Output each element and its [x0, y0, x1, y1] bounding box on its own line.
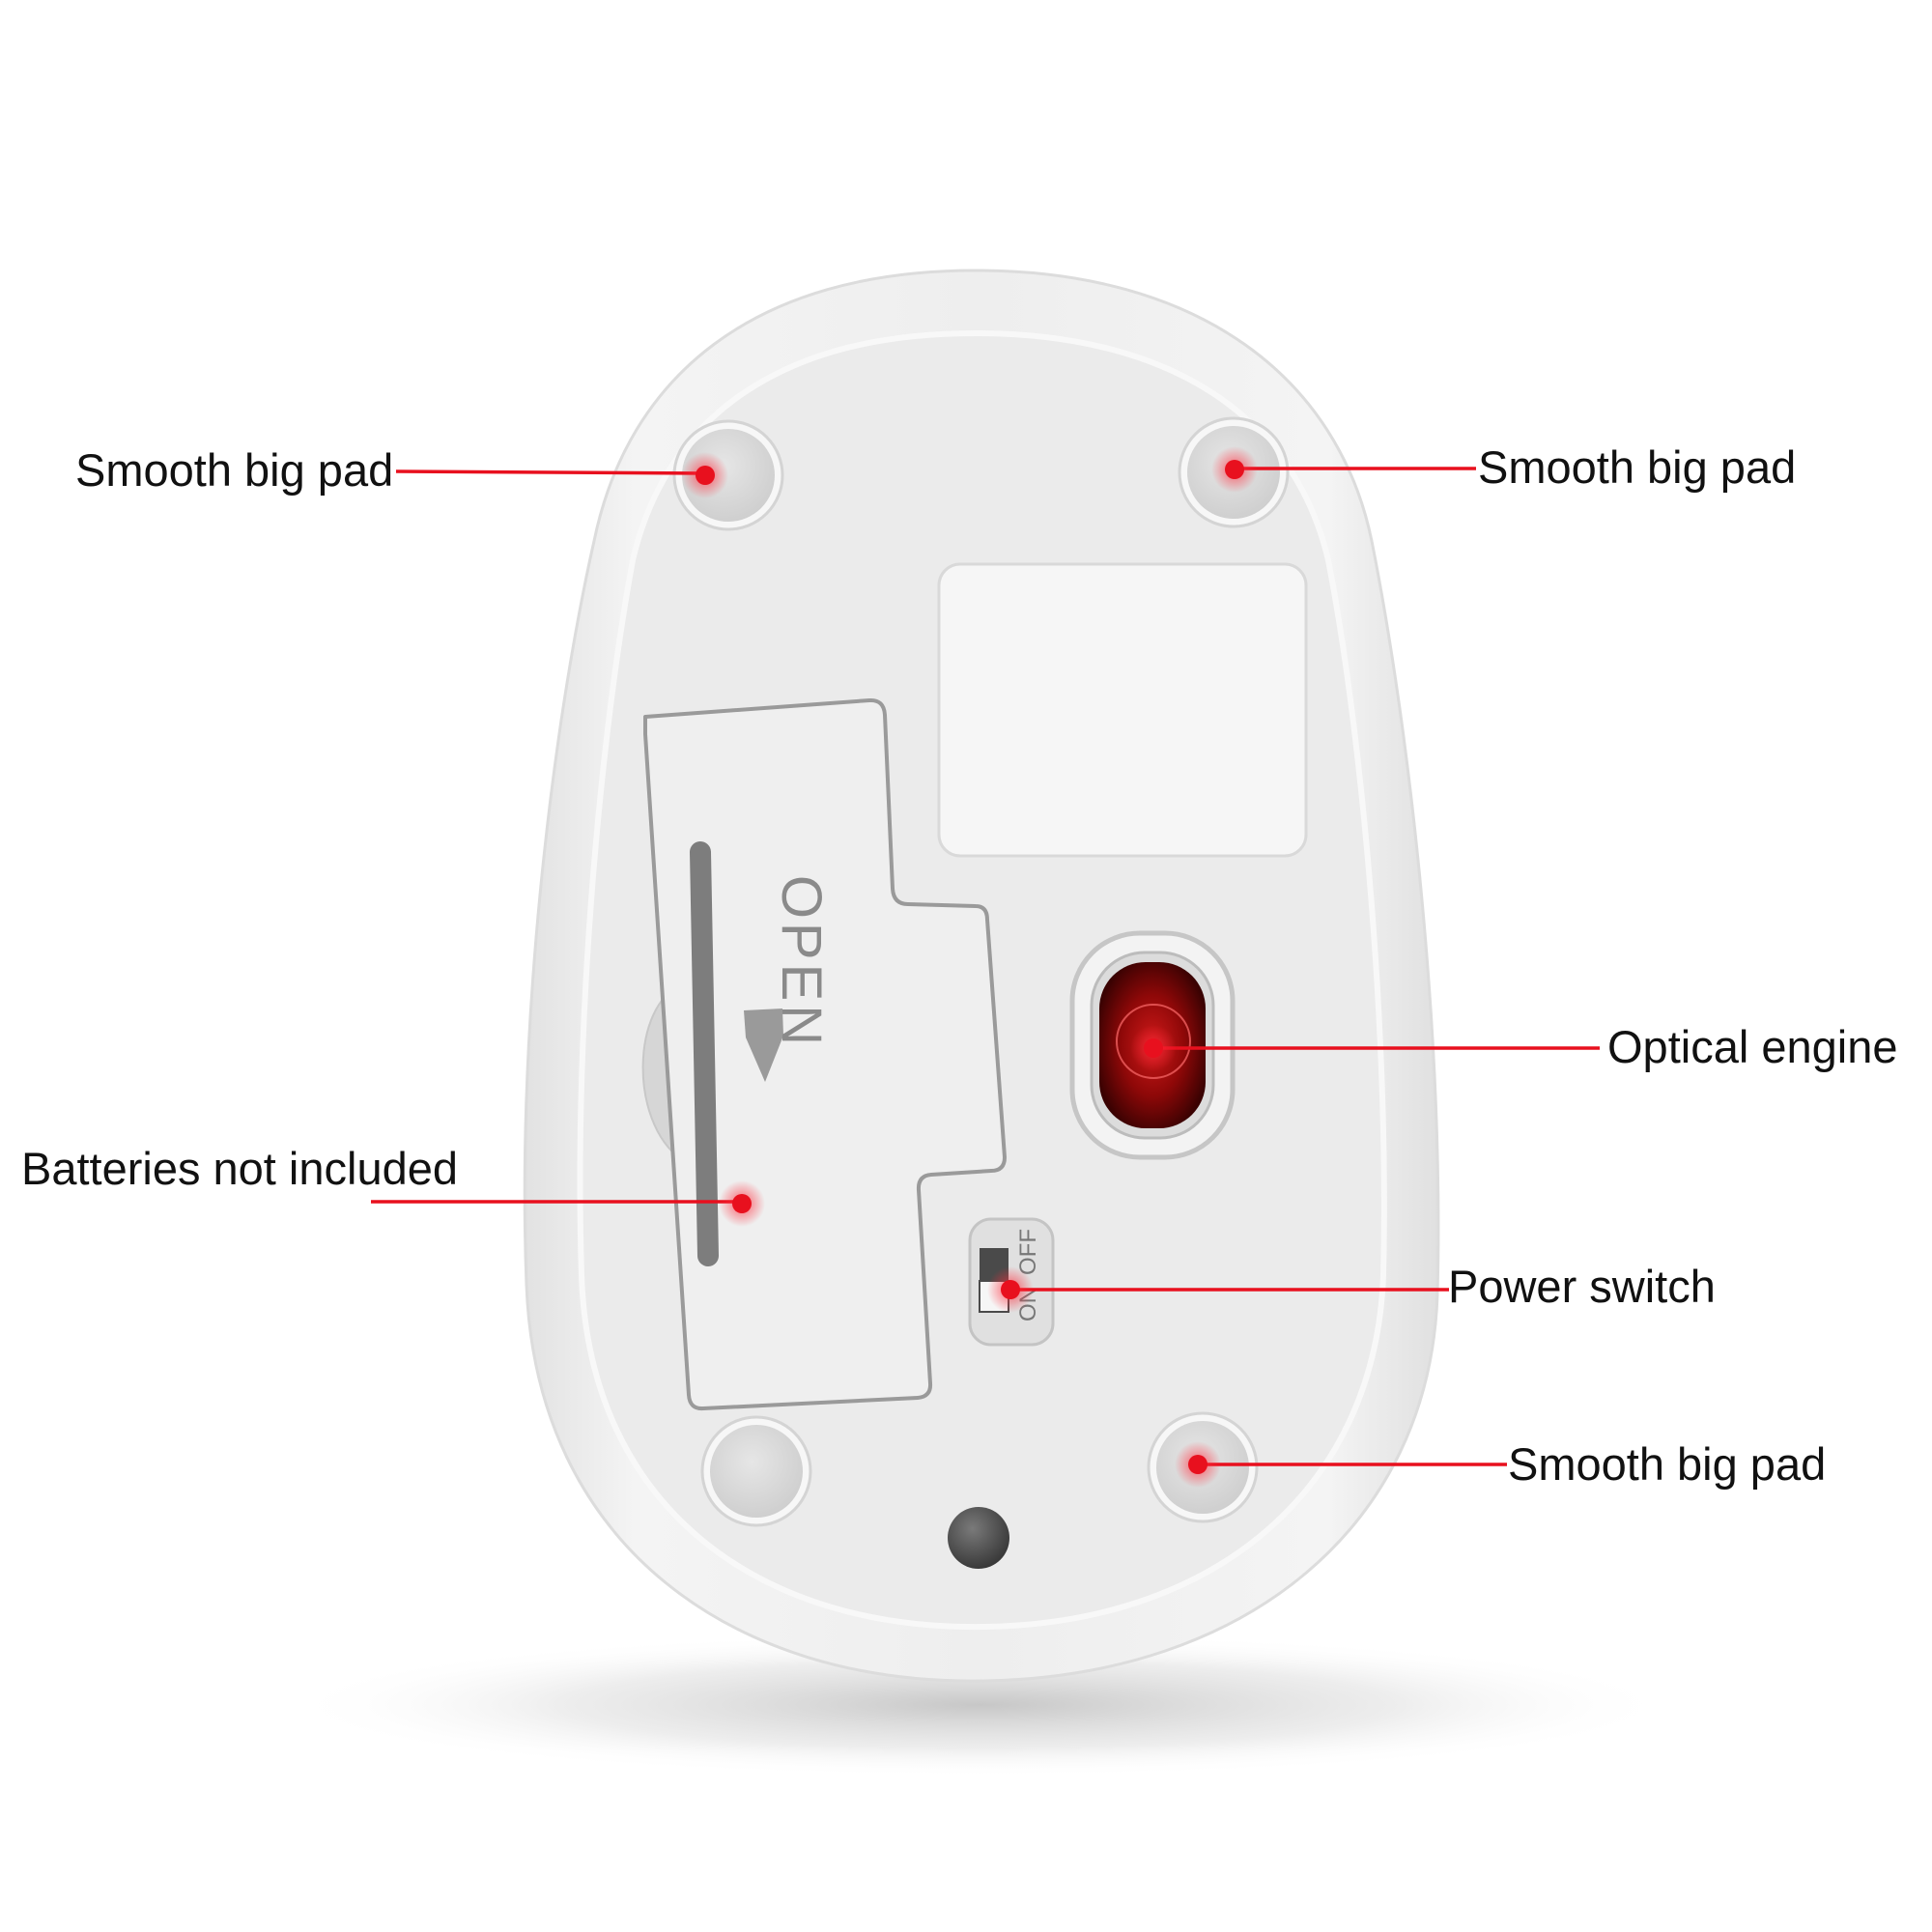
battery-cover: OPEN: [643, 697, 1007, 1411]
callout-dot-icon: [1130, 1025, 1177, 1071]
label-power-switch: Power switch: [1448, 1261, 1716, 1312]
callout-dot-icon: [719, 1180, 765, 1227]
open-arrow-icon: [744, 1009, 783, 1082]
label-optical-engine: Optical engine: [1607, 1021, 1897, 1072]
pad-bottom-left: [700, 1415, 812, 1527]
battery-cover-open-marking: OPEN: [770, 875, 833, 1049]
callout-dot-icon: [1175, 1441, 1221, 1488]
callout-dot-icon: [987, 1266, 1034, 1313]
callout-dot-icon: [1211, 446, 1258, 493]
label-sticker: [937, 562, 1308, 858]
label-pad-bottom-right: Smooth big pad: [1508, 1438, 1826, 1490]
label-pad-top-left: Smooth big pad: [75, 444, 393, 496]
callout-dot-icon: [682, 452, 728, 498]
floor-shadow: [285, 1633, 1676, 1777]
label-batteries: Batteries not included: [21, 1143, 458, 1194]
screw: [948, 1507, 1009, 1569]
leader-line-pad-top-left: [395, 469, 706, 475]
switch-off-marking: OFF: [1015, 1229, 1041, 1275]
label-pad-top-right: Smooth big pad: [1478, 441, 1796, 493]
